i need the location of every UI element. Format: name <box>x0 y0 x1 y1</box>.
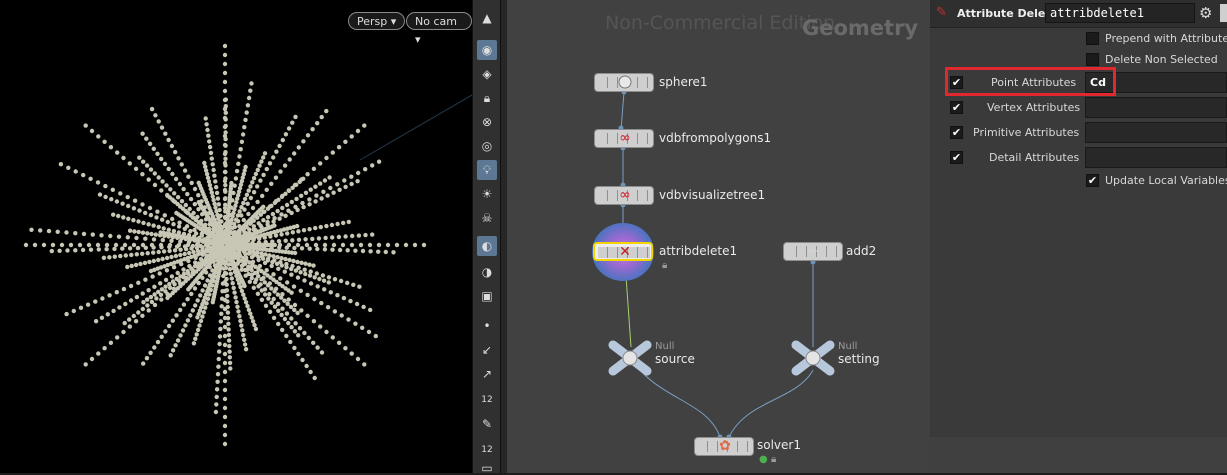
skull-icon[interactable]: ☠ <box>481 211 493 225</box>
number2-icon[interactable]: 12 <box>477 440 497 460</box>
chevron-down-icon: ▾ <box>390 15 397 28</box>
node-vdbfrompolygons1[interactable]: ∞ <box>594 129 654 148</box>
node-sphere1-label: sphere1 <box>659 75 708 89</box>
persp-menu-button[interactable]: Persp ▾ <box>348 12 406 30</box>
node-setting[interactable] <box>790 340 836 376</box>
add-curve-icon: ∼ <box>808 243 820 259</box>
vertex-attributes-label: Vertex Attributes <box>987 101 1081 114</box>
node-wires <box>618 89 816 440</box>
node-setting-label: setting <box>838 352 880 366</box>
node-source[interactable] <box>607 340 653 376</box>
node-solver1[interactable]: ✿ <box>694 437 754 456</box>
scroll-arrow-icon[interactable]: ▲ <box>482 11 492 25</box>
help-icon[interactable] <box>1220 4 1227 22</box>
eye-icon[interactable]: ◉ <box>477 40 497 60</box>
vdb-icon: ∞ <box>619 187 631 203</box>
vertex-attributes-field[interactable] <box>1085 97 1227 118</box>
node-source-type: Null <box>655 341 675 352</box>
edition-watermark: Non-Commercial Edition <box>605 12 836 34</box>
chevron-down-icon: ▾ <box>415 33 421 46</box>
node-vdbfrompolygons1-label: vdbfrompolygons1 <box>659 131 772 145</box>
highlight-box <box>945 67 1116 96</box>
select-icon[interactable]: ◈ <box>482 67 492 81</box>
camera-icon[interactable]: ◐ <box>477 236 497 256</box>
node-setting-type: Null <box>838 341 858 352</box>
point-cloud <box>23 43 472 447</box>
cook-status-icon: ● <box>759 454 768 465</box>
attribute-delete-icon: ✎ <box>936 5 947 20</box>
point-attributes-toggle[interactable]: ✔ <box>950 76 963 89</box>
parameter-header: ✎ Attribute Delete attribdelete1 ⚙ <box>930 0 1227 28</box>
guide-line <box>359 94 472 161</box>
sphere-display-icon[interactable]: ◎ <box>481 139 493 153</box>
camera-menu-button[interactable]: No cam ▾ <box>406 12 472 46</box>
number-icon[interactable]: 12 <box>477 390 497 410</box>
primitive-attributes-field[interactable] <box>1085 122 1227 143</box>
solver-icon: ✿ <box>719 438 731 454</box>
update-local-variables-checkbox[interactable]: ✔ <box>1086 174 1099 187</box>
node-attribdelete1-label: attribdelete1 <box>659 244 738 258</box>
visibility-icon[interactable]: ◑ <box>481 265 493 279</box>
prepend-checkbox[interactable] <box>1086 32 1099 45</box>
handle-icon[interactable]: ⊗ <box>481 115 493 129</box>
update-local-variables-label: Update Local Variables <box>1105 174 1227 187</box>
parameter-editor: ✎ Attribute Delete attribdelete1 ⚙ Prepe… <box>930 0 1227 437</box>
detail-attributes-label: Detail Attributes <box>989 151 1080 164</box>
prim-number-label: 12 <box>481 445 493 455</box>
node-add2[interactable]: ∼ <box>783 242 843 261</box>
parameter-editor-footer <box>930 437 1227 473</box>
context-watermark: Geometry <box>802 16 919 40</box>
node-type-label: Attribute Delete <box>957 7 1059 20</box>
node-sphere1[interactable] <box>594 73 654 92</box>
light-icon[interactable]: ☀ <box>481 187 493 201</box>
node-source-label: source <box>655 352 695 366</box>
vdb-icon: ∞ <box>619 130 631 146</box>
attribute-delete-icon: ✕ <box>619 244 631 260</box>
detail-attributes-field[interactable] <box>1085 147 1227 168</box>
display-icon[interactable]: ▭ <box>481 460 493 475</box>
gear-icon[interactable]: ⚙ <box>1199 4 1213 22</box>
node-vdbvisualizetree1-label: vdbvisualizetree1 <box>659 188 766 202</box>
network-editor[interactable]: Non-Commercial Edition Geometry sphere1 … <box>507 0 930 473</box>
detail-attributes-toggle[interactable]: ✔ <box>950 151 963 164</box>
vertex-attributes-toggle[interactable]: ✔ <box>950 101 963 114</box>
node-attribdelete1[interactable]: ✕ <box>593 242 653 261</box>
lock-icon[interactable]: 🔒︎ <box>483 90 491 105</box>
persp-label: Persp <box>357 15 388 28</box>
bulb-icon[interactable]: 💡︎ <box>477 160 497 180</box>
point-number-label: 12 <box>481 395 493 405</box>
snapshot-icon[interactable]: ▣ <box>481 289 493 303</box>
node-add2-label: add2 <box>846 244 877 258</box>
delete-non-selected-label: Delete Non Selected <box>1105 53 1218 66</box>
point-icon[interactable]: • <box>483 319 491 333</box>
camera-label: No cam <box>415 15 457 28</box>
point-attributes-field[interactable]: Cd <box>1085 72 1227 93</box>
node-name-field[interactable]: attribdelete1 <box>1045 3 1195 23</box>
primitive-attributes-toggle[interactable]: ✔ <box>950 126 963 139</box>
lock-icon: 🔒︎ <box>662 260 668 271</box>
sphere-icon <box>617 71 633 93</box>
normal-icon[interactable]: ↙ <box>481 343 493 357</box>
delete-non-selected-checkbox[interactable] <box>1086 53 1099 66</box>
point-attributes-label: Point Attributes <box>991 76 1077 89</box>
prepend-label: Prepend with Attributes f <box>1105 32 1227 45</box>
vector-icon[interactable]: ↗ <box>481 367 493 381</box>
scene-viewport[interactable]: Persp ▾ No cam ▾ <box>0 0 472 473</box>
primitive-attributes-label: Primitive Attributes <box>973 126 1080 139</box>
node-solver1-label: solver1 <box>757 438 801 452</box>
lock-icon: 🔒︎ <box>771 454 777 465</box>
pen-icon[interactable]: ✎ <box>481 417 493 431</box>
viewport-toolbar: ▲ ◉ ◈ 🔒︎ ⊗ ◎ 💡︎ ☀ ☠ ◐ ◑ ▣ • ↙ ↗ 12 ✎ 12 … <box>472 0 501 475</box>
node-vdbvisualizetree1[interactable]: ∞ <box>594 186 654 205</box>
